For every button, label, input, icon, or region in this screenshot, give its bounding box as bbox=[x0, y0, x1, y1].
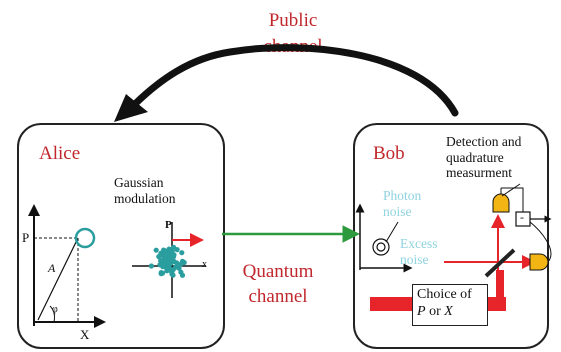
cloud-dot bbox=[153, 247, 159, 253]
local-oscillator-laser bbox=[370, 297, 414, 311]
cloud-dot bbox=[171, 244, 177, 250]
cloud-p-label: P bbox=[165, 219, 172, 231]
cloud-x-label: x bbox=[202, 259, 207, 270]
detection-line3: measurment bbox=[446, 165, 512, 181]
cloud-dot bbox=[178, 269, 184, 275]
wire-top-to-sub bbox=[501, 187, 524, 212]
detection-pointer bbox=[501, 183, 521, 197]
photon-noise-label: Photon noise bbox=[383, 188, 421, 219]
cloud-dot bbox=[161, 259, 167, 265]
public-channel-arrowhead bbox=[114, 94, 148, 122]
gaussian-cloud bbox=[132, 222, 206, 298]
detection-label: Detection and quadrature measurment bbox=[446, 134, 521, 181]
photon-noise-pointer bbox=[385, 221, 399, 243]
bob-noise-circle-outer bbox=[372, 238, 390, 256]
alice-coherent-state bbox=[74, 227, 96, 249]
choice-line2: P or X bbox=[417, 304, 483, 321]
public-channel-line1: Public bbox=[268, 10, 318, 31]
alice-amplitude-line bbox=[37, 237, 79, 321]
cloud-dot bbox=[166, 263, 172, 269]
detection-line1: Detection and bbox=[446, 134, 522, 149]
cloud-dot bbox=[156, 254, 162, 260]
bob-title: Bob bbox=[373, 143, 405, 164]
detection-line2: quadrature bbox=[446, 149, 504, 165]
quantum-channel-line1: Quantum bbox=[242, 261, 314, 282]
alice-phi-arc bbox=[49, 305, 55, 323]
choice-of-p-or-x-box: Choice of P or X bbox=[412, 284, 488, 326]
excess-noise-label: Excess noise bbox=[400, 236, 438, 267]
cloud-dot bbox=[148, 263, 154, 269]
cloud-dot bbox=[179, 250, 185, 256]
cloud-dot bbox=[171, 253, 177, 260]
cloud-dot bbox=[164, 268, 170, 274]
beam-splitter bbox=[484, 248, 516, 278]
cloud-dot bbox=[170, 258, 176, 264]
excess-noise-line1: Excess bbox=[400, 236, 438, 251]
modulation-line2: modulation bbox=[114, 190, 176, 206]
cloud-dot bbox=[162, 248, 168, 254]
cloud-dot bbox=[166, 246, 172, 252]
cloud-dots bbox=[148, 244, 187, 278]
excess-noise-line2: noise bbox=[400, 251, 429, 267]
alice-amplitude-label: A bbox=[48, 261, 56, 275]
choice-or: or bbox=[425, 303, 445, 319]
public-channel-arrow bbox=[132, 44, 459, 117]
quantum-channel-label: Quantum channel bbox=[238, 260, 318, 309]
cloud-dot bbox=[160, 264, 166, 270]
alice-axis-p-label: P bbox=[22, 230, 30, 245]
subtractor-minus: - bbox=[520, 210, 524, 224]
cloud-dot bbox=[158, 270, 164, 276]
alice-phi-label: φ bbox=[52, 304, 58, 315]
cloud-dot bbox=[177, 261, 184, 268]
photon-noise-line1: Photon bbox=[383, 188, 422, 203]
wire-right-to-sub bbox=[529, 221, 552, 263]
laser-feed-vertical bbox=[496, 270, 504, 304]
choice-line1: Choice of bbox=[417, 287, 472, 302]
choice-x: X bbox=[444, 303, 453, 319]
modulation-line1: Gaussian bbox=[114, 175, 164, 190]
detector-right bbox=[529, 253, 549, 271]
gaussian-modulation-label: Gaussian modulation bbox=[114, 175, 176, 206]
alice-axis-x-label: X bbox=[80, 327, 90, 342]
alice-title: Alice bbox=[39, 143, 81, 164]
cloud-dot bbox=[169, 269, 175, 275]
choice-p: P bbox=[417, 303, 426, 319]
bob-noise-circle-inner bbox=[376, 242, 386, 252]
quantum-channel-line2: channel bbox=[248, 285, 308, 307]
photon-noise-line2: noise bbox=[383, 203, 412, 219]
detector-top bbox=[492, 193, 510, 213]
